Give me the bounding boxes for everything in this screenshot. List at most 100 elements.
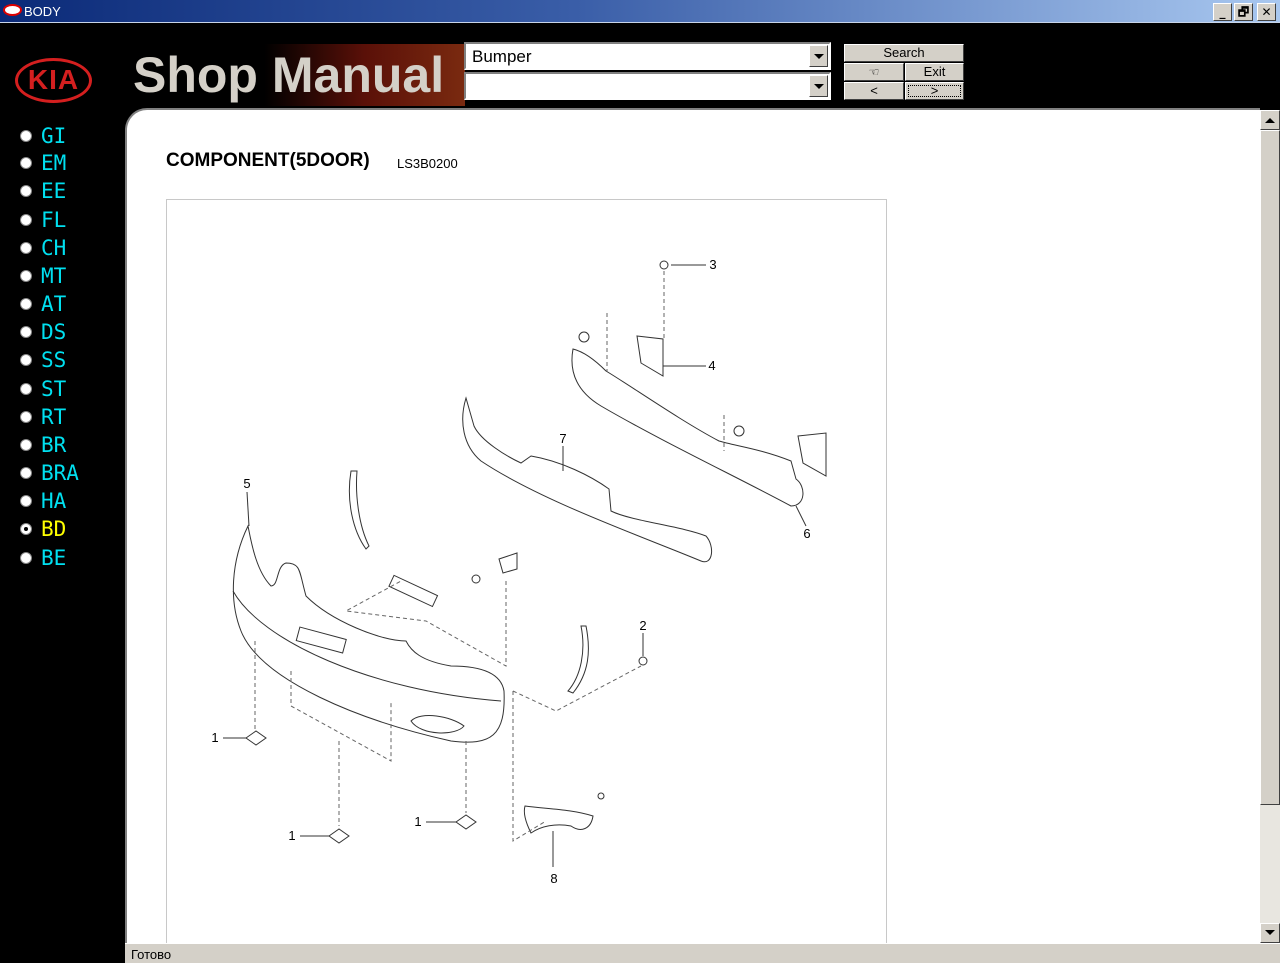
prev-button[interactable]: < <box>844 82 904 100</box>
subtopic-combo[interactable] <box>464 72 831 100</box>
sidebar-item-mt[interactable]: MT <box>18 264 118 288</box>
arrow-up-icon <box>1265 118 1275 123</box>
small-bracket <box>498 552 518 574</box>
banner: Shop Manual <box>130 44 465 106</box>
sidebar-item-label: DS <box>41 320 67 344</box>
sidebar-item-label: HA <box>41 489 67 513</box>
radio-icon[interactable] <box>20 495 32 507</box>
status-text: Готово <box>131 947 172 962</box>
page-code: LS3B0200 <box>397 156 458 171</box>
sidebar-item-label: SS <box>41 348 67 372</box>
front-bumper-cover <box>232 524 505 743</box>
arrow-down-icon <box>1265 930 1275 935</box>
kia-logo: KIA <box>15 58 92 103</box>
sidebar-item-ch[interactable]: CH <box>18 236 118 260</box>
callout-8: 8 <box>550 871 557 886</box>
callout-1: 1 <box>414 814 421 829</box>
vertical-scrollbar[interactable] <box>1260 110 1280 943</box>
bracket-right <box>797 432 827 477</box>
callout-7: 7 <box>559 431 566 446</box>
sidebar-item-label: RT <box>41 405 67 429</box>
sidebar-item-bra[interactable]: BRA <box>18 461 118 485</box>
sidebar-item-fl[interactable]: FL <box>18 208 118 232</box>
scroll-thumb[interactable] <box>1260 130 1280 805</box>
leader-dashes <box>254 271 725 842</box>
sidebar-item-label: GI <box>41 124 67 148</box>
side-bracket-left <box>348 470 370 550</box>
sidebar-item-label: MT <box>41 264 67 288</box>
scroll-down-button[interactable] <box>1260 923 1280 943</box>
radio-icon[interactable] <box>20 439 32 451</box>
close-button[interactable]: ✕ <box>1257 3 1276 21</box>
bumper-lower-cover-8 <box>523 805 594 834</box>
callout-1: 1 <box>288 828 295 843</box>
radio-icon[interactable] <box>20 383 32 395</box>
hand-button[interactable]: ☜ <box>844 63 904 81</box>
radio-icon[interactable] <box>20 130 32 142</box>
sidebar-item-label: BE <box>41 546 67 570</box>
sidebar-item-ee[interactable]: EE <box>18 179 118 203</box>
radio-icon[interactable] <box>20 326 32 338</box>
sidebar-item-label: EE <box>41 179 67 203</box>
sidebar-item-label: BR <box>41 433 67 457</box>
sidebar-item-em[interactable]: EM <box>18 151 118 175</box>
kia-logo-icon <box>3 4 22 16</box>
radio-icon[interactable] <box>20 214 32 226</box>
sidebar-item-rt[interactable]: RT <box>18 405 118 429</box>
scroll-up-button[interactable] <box>1260 110 1280 130</box>
search-button[interactable]: Search <box>844 44 964 62</box>
banner-title: Shop Manual <box>133 47 445 103</box>
callout-5: 5 <box>243 476 250 491</box>
sidebar-item-gi[interactable]: GI <box>18 124 118 148</box>
exit-button[interactable]: Exit <box>905 63 964 81</box>
sidebar-item-bd[interactable]: BD <box>18 517 118 541</box>
window-title: BODY <box>24 4 61 19</box>
sidebar-item-ss[interactable]: SS <box>18 348 118 372</box>
radio-icon[interactable] <box>20 467 32 479</box>
next-button[interactable]: > <box>905 82 964 100</box>
topic-combo[interactable]: Bumper <box>464 42 831 70</box>
side-bracket-right <box>567 625 589 694</box>
callout-3: 3 <box>709 257 716 272</box>
restore-button[interactable]: 🗗 <box>1234 3 1253 21</box>
bumper-line <box>232 590 502 702</box>
fasteners <box>245 260 745 844</box>
radio-icon[interactable] <box>20 411 32 423</box>
callout-1: 1 <box>211 730 218 745</box>
sidebar-item-label: EM <box>41 151 67 175</box>
callout-2: 2 <box>639 618 646 633</box>
sidebar-item-st[interactable]: ST <box>18 377 118 401</box>
sidebar-item-ha[interactable]: HA <box>18 489 118 513</box>
radio-icon[interactable] <box>20 354 32 366</box>
sidebar-item-be[interactable]: BE <box>18 546 118 570</box>
title-bar: BODY _ 🗗 ✕ <box>0 0 1280 23</box>
bumper-beam <box>571 348 804 507</box>
radio-icon[interactable] <box>20 298 32 310</box>
sidebar-item-at[interactable]: AT <box>18 292 118 316</box>
radio-icon[interactable] <box>20 552 32 564</box>
page-title: COMPONENT(5DOOR) <box>166 150 370 171</box>
radio-icon[interactable] <box>20 523 32 535</box>
minimize-button[interactable]: _ <box>1213 3 1232 21</box>
topic-combo-value: Bumper <box>472 47 532 66</box>
radio-icon[interactable] <box>20 270 32 282</box>
sidebar-item-label: ST <box>41 377 67 401</box>
radio-icon[interactable] <box>20 242 32 254</box>
sidebar-item-label: BD <box>41 517 67 541</box>
status-bar: Готово <box>125 943 1280 963</box>
leader-lines <box>223 264 807 867</box>
radio-icon[interactable] <box>20 185 32 197</box>
energy-absorber <box>462 396 713 563</box>
bracket-4 <box>636 335 664 377</box>
chevron-down-icon[interactable] <box>809 45 828 67</box>
chevron-down-icon[interactable] <box>809 75 828 97</box>
radio-icon[interactable] <box>20 157 32 169</box>
pointing-hand-icon: ☜ <box>868 65 880 79</box>
sidebar-item-br[interactable]: BR <box>18 433 118 457</box>
sidebar-item-label: AT <box>41 292 67 316</box>
sidebar-item-ds[interactable]: DS <box>18 320 118 344</box>
plate-recess <box>295 626 347 654</box>
callout-4: 4 <box>708 358 715 373</box>
